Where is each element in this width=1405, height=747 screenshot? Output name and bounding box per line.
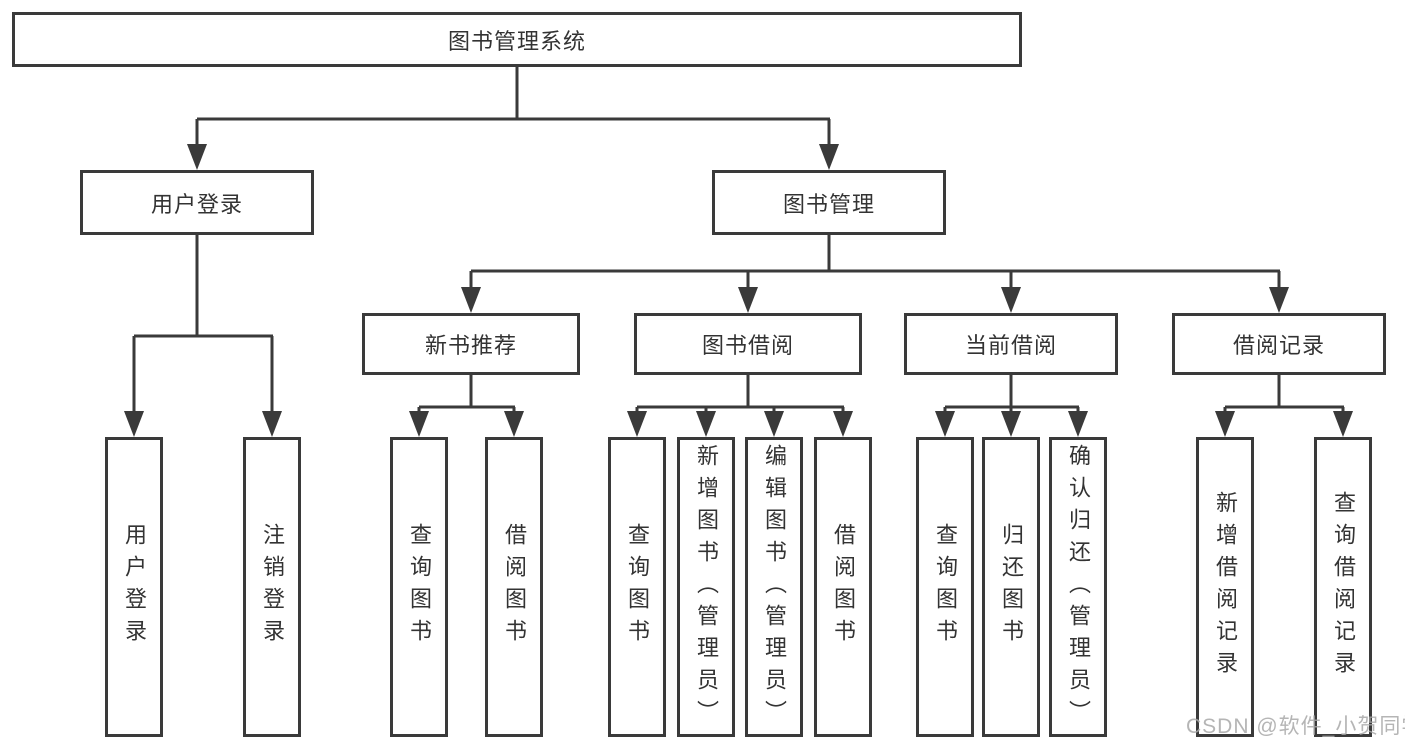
arrow-down-icon bbox=[819, 144, 839, 170]
edge-root-to-level2 bbox=[195, 67, 831, 152]
node-current-borrow: 当前借阅 bbox=[904, 313, 1118, 375]
arrow-down-icon bbox=[461, 287, 481, 313]
leaf-query-books-borrow: 查询图书 bbox=[608, 437, 666, 737]
arrow-down-icon bbox=[1001, 411, 1021, 437]
node-borrow-records: 借阅记录 bbox=[1172, 313, 1386, 375]
node-book-borrow: 图书借阅 bbox=[634, 313, 862, 375]
leaf-confirm-return-admin: 确认归还（管理员） bbox=[1049, 437, 1107, 737]
arrow-down-icon bbox=[409, 411, 429, 437]
node-root: 图书管理系统 bbox=[12, 12, 1022, 67]
arrow-down-icon bbox=[1215, 411, 1235, 437]
arrow-down-icon bbox=[738, 287, 758, 313]
arrow-down-icon bbox=[1333, 411, 1353, 437]
edge-user-login-branch bbox=[132, 235, 274, 419]
arrow-down-icon bbox=[833, 411, 853, 437]
arrow-down-icon bbox=[627, 411, 647, 437]
leaf-logout: 注销登录 bbox=[243, 437, 301, 737]
arrow-down-icon bbox=[504, 411, 524, 437]
leaf-user-login: 用户登录 bbox=[105, 437, 163, 737]
arrow-down-icon bbox=[1001, 287, 1021, 313]
arrow-down-icon bbox=[124, 411, 144, 437]
edge-new-book-branch bbox=[417, 375, 516, 419]
leaf-query-books-current: 查询图书 bbox=[916, 437, 974, 737]
leaf-borrow-books: 借阅图书 bbox=[814, 437, 872, 737]
leaf-add-borrow-record: 新增借阅记录 bbox=[1196, 437, 1254, 737]
watermark-text: CSDN @软件_小贺同学 bbox=[1186, 715, 1405, 738]
edge-book-management-branch bbox=[469, 235, 1281, 295]
node-user-login: 用户登录 bbox=[80, 170, 314, 235]
arrow-down-icon bbox=[764, 411, 784, 437]
arrow-down-icon bbox=[262, 411, 282, 437]
arrow-down-icon bbox=[187, 144, 207, 170]
arrowheads bbox=[124, 144, 1353, 437]
leaf-return-books: 归还图书 bbox=[982, 437, 1040, 737]
leaf-query-books-recommend: 查询图书 bbox=[390, 437, 448, 737]
arrow-down-icon bbox=[1269, 287, 1289, 313]
leaf-borrow-books-recommend: 借阅图书 bbox=[485, 437, 543, 737]
arrow-down-icon bbox=[696, 411, 716, 437]
edge-borrow-records-branch bbox=[1223, 375, 1345, 419]
node-new-book-recommend: 新书推荐 bbox=[362, 313, 580, 375]
tree-edges bbox=[132, 67, 1345, 419]
arrow-down-icon bbox=[1068, 411, 1088, 437]
leaf-query-borrow-record: 查询借阅记录 bbox=[1314, 437, 1372, 737]
edge-book-borrow-branch bbox=[635, 375, 845, 419]
leaf-edit-books-admin: 编辑图书（管理员） bbox=[745, 437, 803, 737]
leaf-add-books-admin: 新增图书（管理员） bbox=[677, 437, 735, 737]
node-book-management: 图书管理 bbox=[712, 170, 946, 235]
arrow-down-icon bbox=[935, 411, 955, 437]
